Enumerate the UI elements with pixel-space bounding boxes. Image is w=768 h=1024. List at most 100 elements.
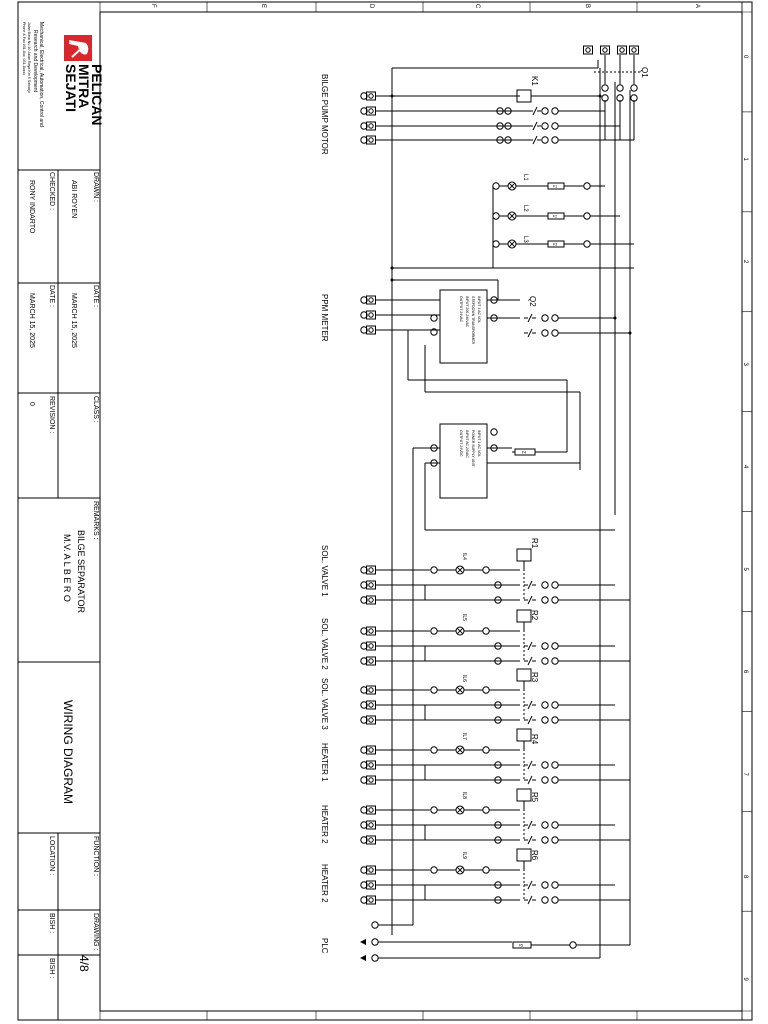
- remarks-line-2: M.V. A L B E R O: [62, 534, 72, 602]
- connection-point: [551, 136, 559, 144]
- arrow-icon: [360, 939, 366, 945]
- connection-point: [482, 866, 490, 874]
- label-heater-2b: HEATER 2: [320, 864, 329, 903]
- terminal: [617, 45, 627, 55]
- drawing-frame: [99, 11, 743, 1012]
- fuse-label: F5: [519, 944, 523, 948]
- connection-point: [430, 686, 438, 694]
- revision-value: 0: [28, 402, 35, 406]
- drawn-label: DRAWN :: [92, 172, 99, 202]
- connection-point: [551, 701, 559, 709]
- grid-row-label: C: [474, 4, 480, 9]
- company-desc-4: Phone & Fax 031-8xx, 031-8xxxx: [22, 22, 26, 75]
- connection-point: [569, 941, 577, 949]
- transformer-text-1: INPUT 1 AC VOL: [477, 296, 481, 323]
- connection-point: [541, 136, 549, 144]
- indicator-il7-label: IL7: [461, 733, 467, 740]
- transformer-text-4: OUTPUT 24VAC: [459, 296, 463, 323]
- connection-point: [583, 182, 591, 190]
- junction: [628, 331, 632, 335]
- connection-point: [371, 938, 379, 946]
- connection-point: [494, 596, 502, 604]
- company-logo: [64, 35, 92, 61]
- connection-point: [360, 881, 368, 889]
- junction: [598, 94, 602, 98]
- connection-point: [360, 686, 368, 694]
- connection-point: [360, 107, 368, 115]
- terminal: [366, 775, 376, 785]
- terminal: [366, 580, 376, 590]
- connection-point: [360, 627, 368, 635]
- contact: [524, 580, 536, 590]
- connection-point: [551, 329, 559, 337]
- date-label-1: DATE :: [92, 285, 99, 307]
- relay-r4-label: R4: [530, 734, 539, 745]
- terminal: [366, 745, 376, 755]
- breaker-q1-label: Q1: [640, 67, 649, 78]
- contact: [524, 328, 536, 338]
- connection-point: [492, 182, 500, 190]
- connection-point: [360, 136, 368, 144]
- connection-point: [371, 921, 379, 929]
- terminal: [366, 595, 376, 605]
- connection-point: [541, 642, 549, 650]
- connection-point: [616, 84, 624, 92]
- junction: [390, 278, 394, 282]
- connection-point: [360, 296, 368, 304]
- contact: [524, 715, 536, 725]
- fuse-label: F1: [553, 185, 557, 189]
- indicator-lamp-icon: [455, 626, 465, 636]
- contact: [524, 313, 536, 323]
- fuse: F2: [547, 212, 565, 220]
- contact: [529, 135, 541, 145]
- connection-point: [482, 746, 490, 754]
- connection-point: [430, 806, 438, 814]
- connection-point: [360, 326, 368, 334]
- connection-point: [551, 657, 559, 665]
- label-sol-valve-1: SOL. VALVE 1: [320, 545, 329, 597]
- terminal: [583, 45, 593, 55]
- connection-point: [482, 806, 490, 814]
- connection-point: [494, 581, 502, 589]
- indicator-il4-label: IL4: [461, 553, 467, 560]
- grid-column-label: 2: [742, 260, 748, 264]
- contact: [524, 880, 536, 890]
- label-heater-1: HEATER 1: [320, 743, 329, 782]
- grid-column-label: 4: [742, 465, 748, 469]
- connection-point: [492, 212, 500, 220]
- connection-point: [360, 581, 368, 589]
- grid-row-label: A: [694, 4, 700, 8]
- fuse: F5: [512, 941, 532, 949]
- grid-column-label: 9: [742, 978, 748, 982]
- connection-point: [360, 836, 368, 844]
- connection-point: [360, 806, 368, 814]
- indicator-lamp-icon: [455, 865, 465, 875]
- connection-point: [551, 596, 559, 604]
- connection-point: [494, 642, 502, 650]
- connection-point: [430, 328, 438, 336]
- date-value-1: MARCH 15, 2025: [70, 293, 77, 348]
- connection-point: [494, 657, 502, 665]
- terminal: [366, 895, 376, 905]
- grid-column-label: 1: [742, 158, 748, 162]
- contact: [524, 895, 536, 905]
- contact: [524, 760, 536, 770]
- terminal: [366, 626, 376, 636]
- indicator-il6-label: IL6: [461, 675, 467, 682]
- fuse: F4: [514, 448, 536, 456]
- connection-point: [360, 92, 368, 100]
- connection-point: [551, 122, 559, 130]
- pelican-icon: [69, 40, 89, 55]
- grid-column-label: 6: [742, 670, 748, 674]
- connection-point: [541, 761, 549, 769]
- connection-point: [541, 329, 549, 337]
- label-heater-2: HEATER 2: [320, 805, 329, 844]
- connection-point: [482, 627, 490, 635]
- connection-point: [490, 428, 498, 436]
- connection-point: [551, 821, 559, 829]
- drawing-label: DRAWING :: [92, 913, 99, 951]
- title-block: [18, 169, 100, 1020]
- contact: [524, 700, 536, 710]
- label-sol-valve-2: SOL. VALVE 2: [320, 618, 329, 670]
